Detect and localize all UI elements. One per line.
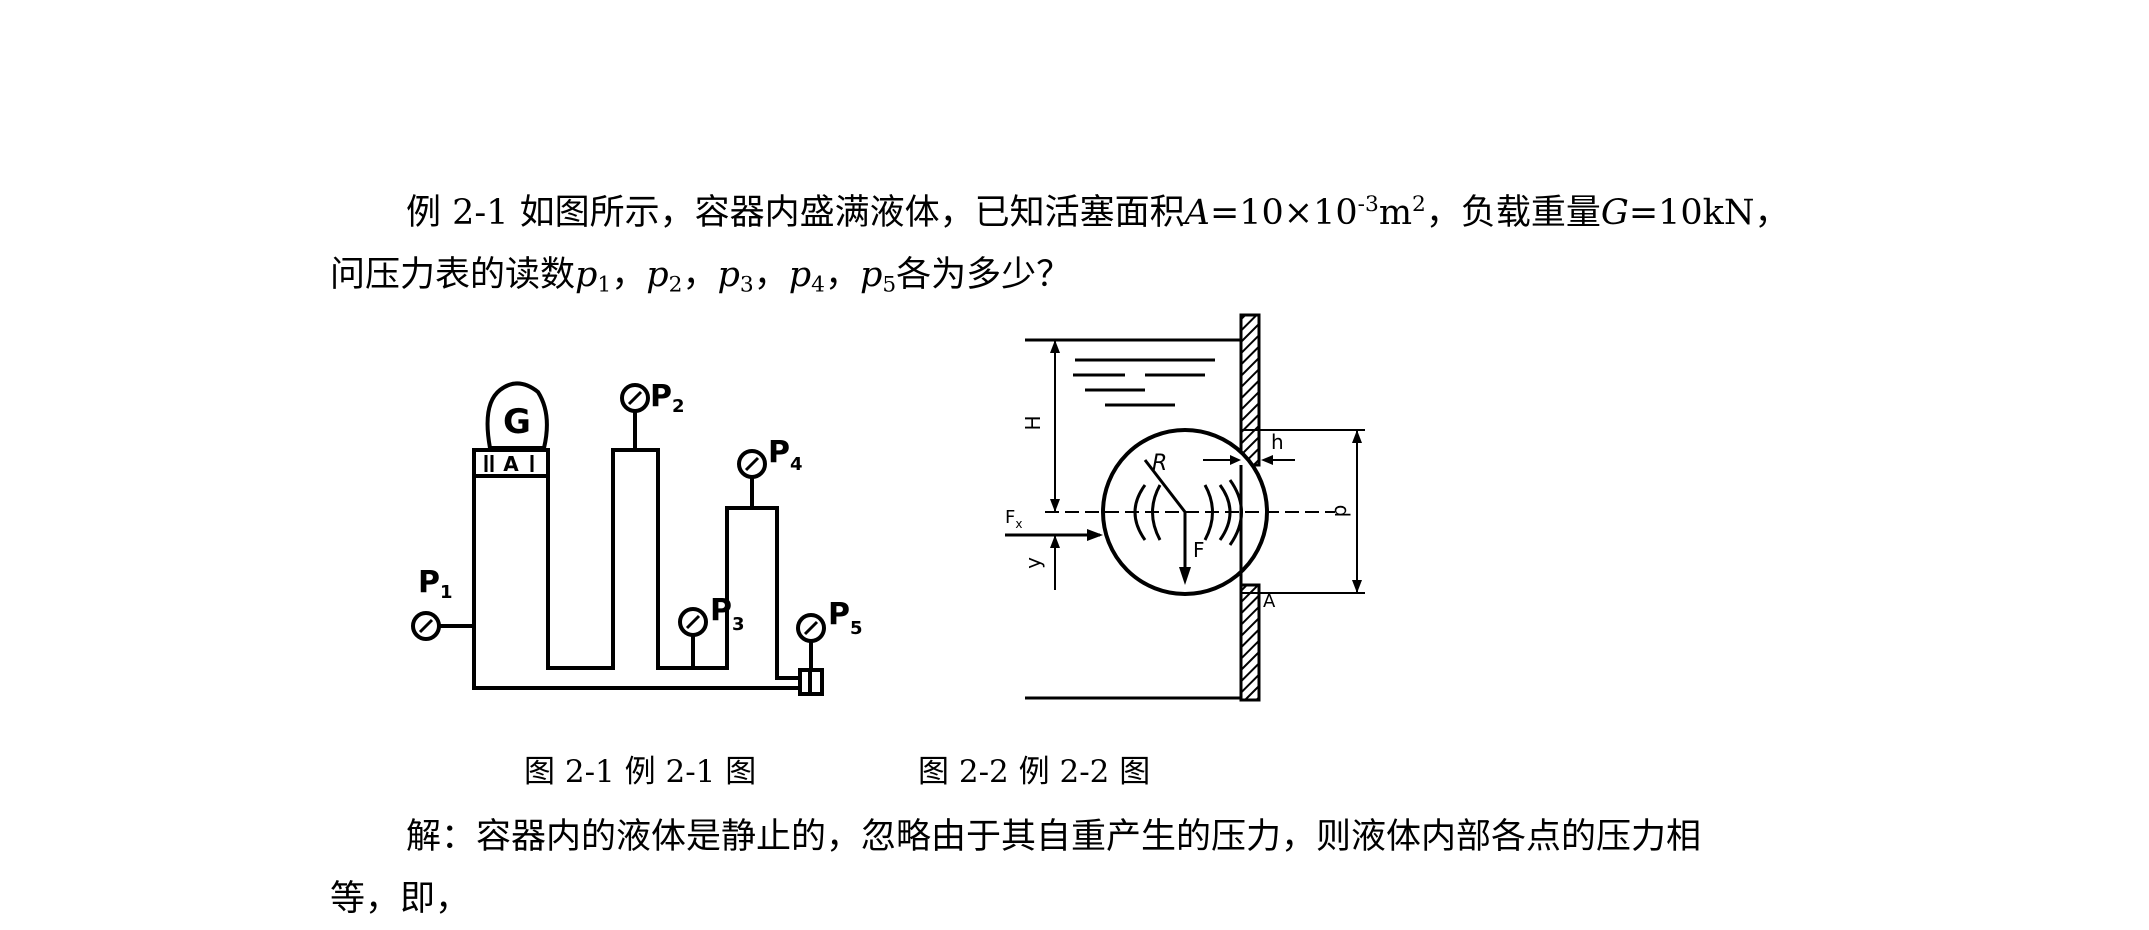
diameter-d-label: d xyxy=(1330,505,1354,518)
figure-2-2-caption: 图 2-2 例 2-2 图 xyxy=(918,754,1151,790)
problem-statement: 例 2-1 如图所示，容器内盛满液体，已知活塞面积A=10×10-3m2，负载重… xyxy=(330,182,1850,306)
problem-line-1: 例 2-1 如图所示，容器内盛满液体，已知活塞面积A=10×10-3m2，负载重… xyxy=(406,191,1790,233)
solution-line-1: 解：容器内的液体是静止的，忽略由于其自重产生的压力，则液体内部各点的压力相 xyxy=(406,817,1702,857)
gauge-p3-label: P3 xyxy=(710,593,745,635)
water-surface-marks xyxy=(1073,358,1215,407)
piston-chamber-right-wall xyxy=(546,448,800,680)
height-h-label: h xyxy=(1271,430,1284,454)
force-Fx-label: Fx xyxy=(1005,507,1022,531)
y-label: y xyxy=(1021,557,1045,569)
area-symbol: A xyxy=(1184,193,1210,233)
force-F-label: F xyxy=(1193,538,1205,562)
figure-2-2-diagram: R F H y Fx h d A xyxy=(1005,313,1365,702)
gauge-p1-label: P1 xyxy=(418,565,453,603)
figure-2-1-caption: 图 2-1 例 2-1 图 xyxy=(524,754,757,790)
piston-label-A: A xyxy=(503,452,519,476)
point-A-label: A xyxy=(1263,591,1276,612)
tank-wall-upper xyxy=(1239,313,1261,467)
problem-label: 例 2-1 xyxy=(406,193,509,233)
radius-label: R xyxy=(1152,451,1167,476)
tank-wall-lower xyxy=(1239,583,1261,702)
gauge-p4-label: P4 xyxy=(768,435,803,475)
load-weight xyxy=(485,381,549,450)
gauge-p2-label: P2 xyxy=(650,379,685,417)
solution-line-2: 等，即， xyxy=(330,879,471,919)
solution-text: 解：容器内的液体是静止的，忽略由于其自重产生的压力，则液体内部各点的压力相 等，… xyxy=(330,806,1850,930)
load-label-G: G xyxy=(503,402,531,442)
problem-line-2: 问压力表的读数p1，p2，p3，p4，p5各为多少？ xyxy=(330,255,1072,298)
depth-H-label: H xyxy=(1021,415,1045,430)
gauge-p5-label: P5 xyxy=(828,597,863,639)
figure-2-1-diagram: A G P1 P2 P3 P4 P5 xyxy=(411,379,863,696)
solution-label: 解： xyxy=(406,817,477,857)
load-symbol: G xyxy=(1600,193,1629,233)
